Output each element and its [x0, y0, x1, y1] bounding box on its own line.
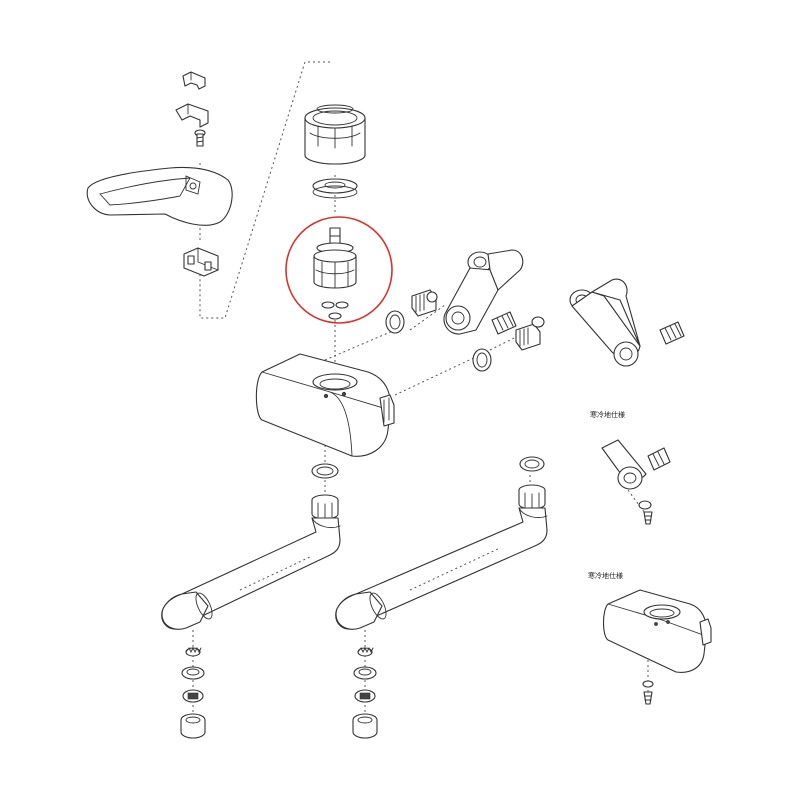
cold-region-label-lower: 寒冷地仕様 [588, 572, 623, 580]
cartridge-highlight-circle [285, 216, 393, 324]
spout-left [161, 517, 341, 630]
cover-washer [312, 178, 358, 199]
aerator-stack-left [180, 646, 206, 739]
lever-cap-clip [182, 71, 206, 90]
cold-region-body [602, 589, 712, 705]
lever-screw [194, 129, 206, 147]
lever-bracket [175, 103, 209, 128]
spout-washer-left [311, 463, 339, 479]
cold-region-leg [601, 439, 671, 525]
valve-body [255, 353, 395, 457]
spout-washer-right [519, 456, 545, 472]
cartridge [313, 227, 357, 289]
check-valve-right [515, 316, 545, 351]
spout-right [335, 507, 548, 630]
cartridge-o-rings [321, 301, 349, 320]
spout-nut-left [311, 494, 339, 520]
aerator-stack-right [352, 646, 378, 739]
lever-adapter [183, 247, 219, 277]
cold-region-label-upper: 寒冷地仕様 [590, 411, 625, 419]
gasket-left [385, 310, 405, 334]
eccentric-leg-left [443, 249, 524, 335]
top-cover-nut [304, 104, 366, 165]
spout-nut-right [518, 484, 546, 510]
eccentric-leg-right [569, 278, 685, 367]
lever-handle [86, 166, 233, 226]
gasket-right [472, 348, 492, 372]
check-valve-left [411, 289, 438, 317]
